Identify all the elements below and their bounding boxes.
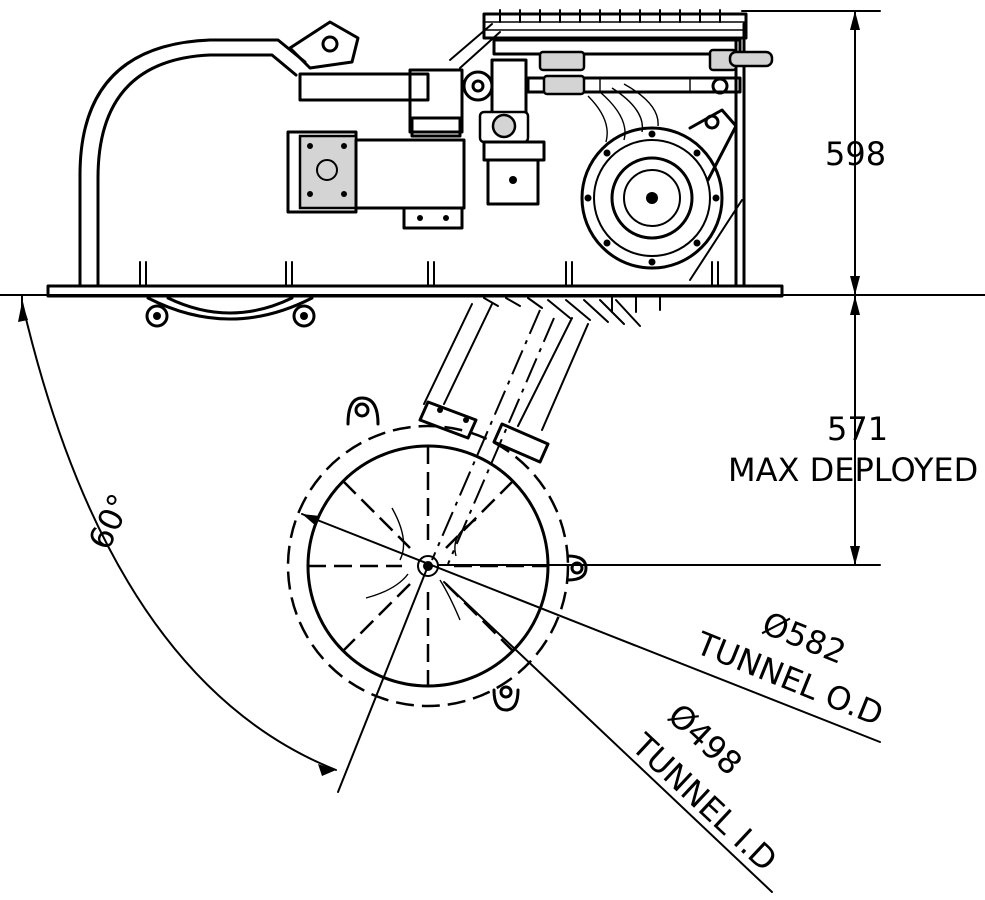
wheel-bolts bbox=[584, 130, 720, 266]
deployed-label: MAX DEPLOYED bbox=[728, 451, 978, 489]
grating-bars bbox=[499, 9, 721, 23]
height-dimension: 598 bbox=[825, 135, 886, 173]
machine-body bbox=[0, 9, 985, 328]
dimension-lines bbox=[18, 10, 881, 893]
tunnel-section bbox=[286, 396, 588, 712]
deployed-dimension: 571 bbox=[827, 410, 888, 448]
deployment-arm bbox=[418, 295, 661, 565]
angle-dimension: 60° bbox=[81, 488, 139, 555]
